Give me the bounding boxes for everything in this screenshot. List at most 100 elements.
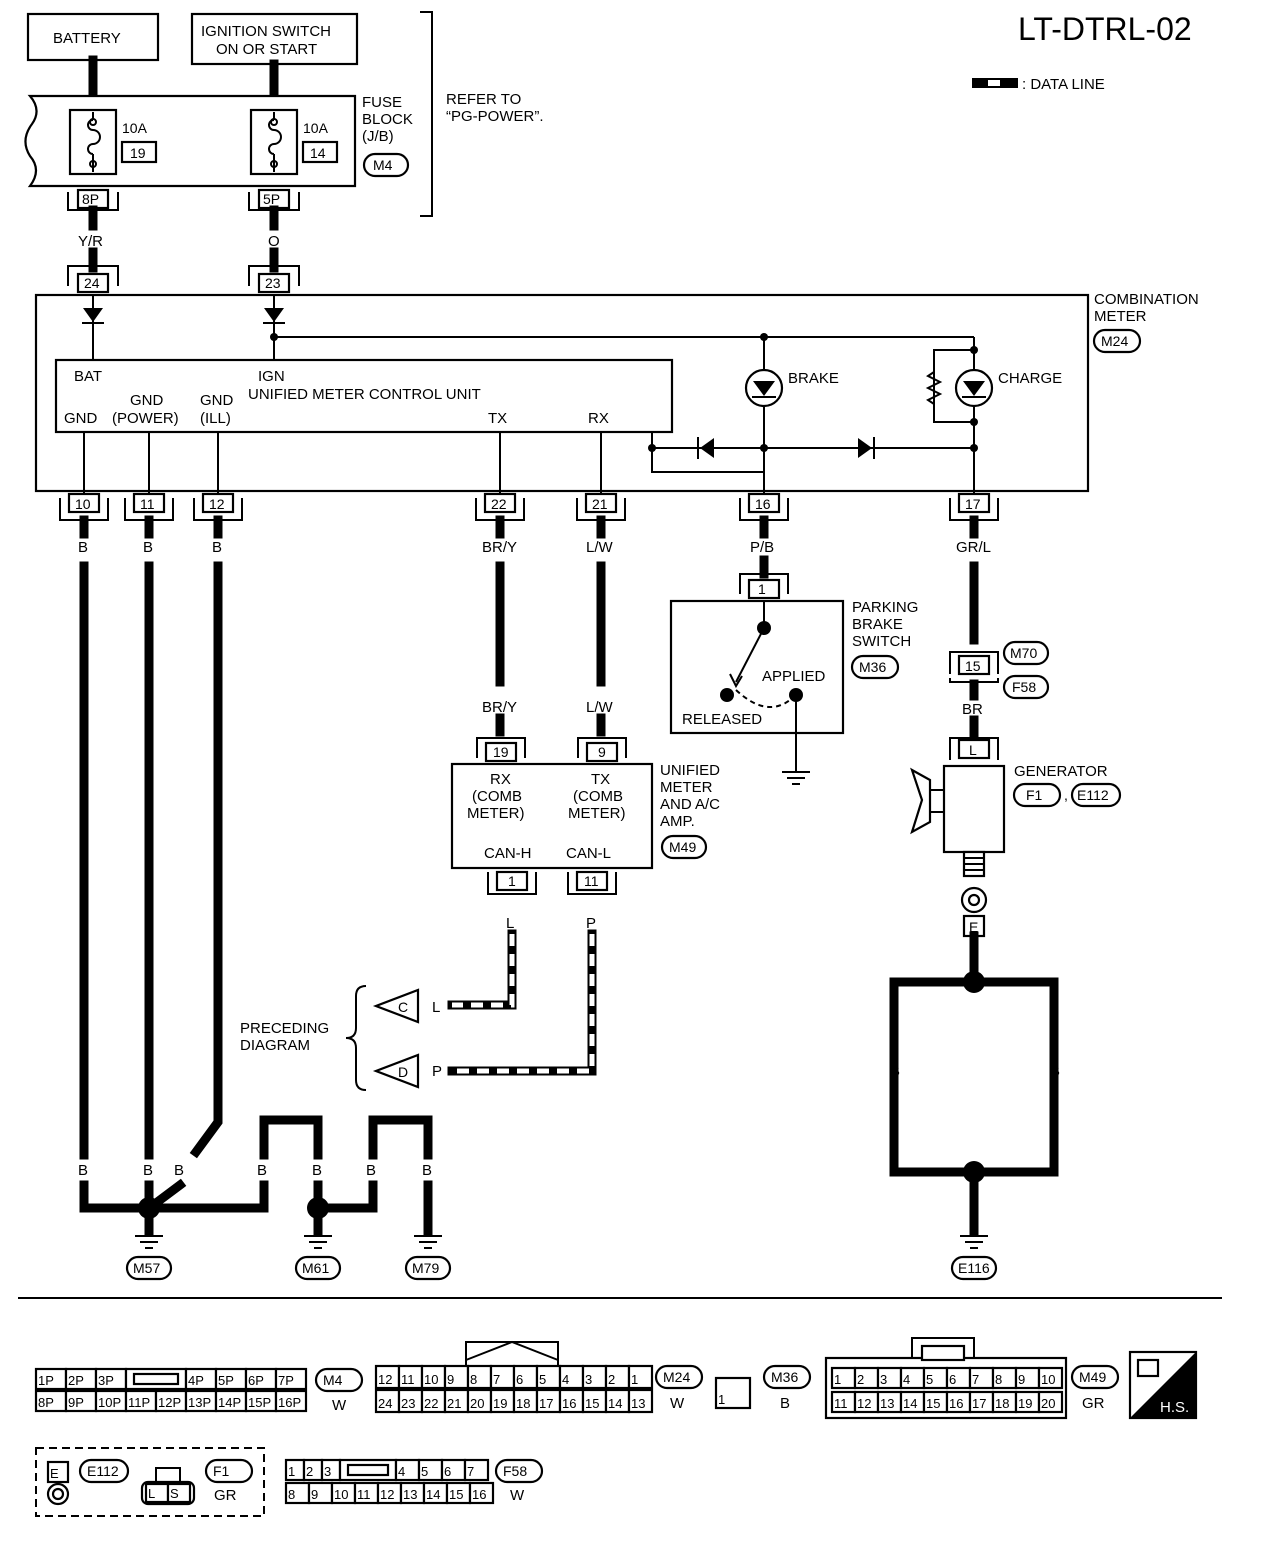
connector-id-label: F58 [503, 1463, 527, 1479]
parking-connector: M36 [859, 659, 886, 675]
unified-meter-ac-amp: RX (COMB METER) TX (COMB METER) CAN-H CA… [450, 762, 720, 870]
pin-gnd-power-1: GND [130, 392, 164, 409]
combination-meter-label-2: METER [1094, 308, 1147, 325]
wire-b-g1: B [78, 1162, 88, 1179]
hs-label: H.S. [1160, 1399, 1189, 1416]
terminal-15-label: 15 [965, 658, 981, 674]
pin: 13P [188, 1395, 211, 1410]
unified-ac-connector: M49 [669, 839, 696, 855]
pin: 10 [1041, 1372, 1055, 1387]
connector-id-m36: M36 [762, 1364, 812, 1390]
pin: 7 [972, 1372, 979, 1387]
pin: 20 [1041, 1396, 1055, 1411]
pin: 22 [424, 1396, 438, 1411]
pin: 13 [880, 1396, 894, 1411]
pin: 12 [857, 1396, 871, 1411]
pin: 1 [631, 1372, 638, 1387]
wire-b-g2: B [143, 1162, 153, 1179]
pin: 3 [324, 1464, 331, 1479]
pin: 7P [278, 1373, 294, 1388]
terminal-can-11: 11 [567, 870, 617, 895]
ignition-label-2: ON OR START [216, 41, 317, 58]
svg-text:,: , [1064, 787, 1068, 803]
generator-label: GENERATOR [1014, 763, 1108, 780]
pin: 8 [995, 1372, 1002, 1387]
terminal-can-1: 1 [487, 870, 537, 895]
connector-id-f58: F58 [494, 1458, 544, 1484]
pin: 11 [357, 1487, 371, 1502]
connector-color: W [510, 1487, 525, 1504]
pin: 8 [470, 1372, 477, 1387]
terminal-10-label: 10 [75, 496, 91, 512]
wire-yr: Y/R [78, 233, 103, 250]
pin: 16 [472, 1487, 486, 1502]
pin: 2 [608, 1372, 615, 1387]
pin: 8 [288, 1487, 295, 1502]
wire-b-gen-left: B [890, 1063, 900, 1080]
wire-p: P [586, 915, 596, 932]
parking-label-2: BRAKE [852, 616, 903, 633]
pin: 11 [834, 1396, 848, 1411]
pin: 10 [334, 1487, 348, 1502]
combination-meter: COMBINATION METER M24 BAT IGN UNIFIED ME… [34, 291, 1199, 497]
pin: 11 [401, 1372, 415, 1387]
pin-can-h: CAN-H [484, 845, 532, 862]
connector-id-m4: M4 [314, 1367, 364, 1393]
hs-icon: H.S. [1128, 1350, 1198, 1420]
pin-tx: TX [488, 410, 507, 427]
pin: 18 [516, 1396, 530, 1411]
pin: 10 [424, 1372, 438, 1387]
terminal-16: 16 [739, 492, 789, 521]
connector-id-label: M36 [771, 1369, 798, 1385]
pin: 5 [539, 1372, 546, 1387]
wire-b-g7: B [422, 1162, 432, 1179]
fuse-1-number: 19 [130, 145, 146, 161]
pin: 9P [68, 1395, 84, 1410]
terminal-21-label: 21 [592, 496, 608, 512]
terminal-can-11-label: 11 [584, 873, 599, 889]
connector-id-label: F1 [213, 1463, 230, 1479]
wire-b-12: B [212, 539, 222, 556]
connector-id-e112: E112 [78, 1458, 130, 1484]
pin: 12P [158, 1395, 181, 1410]
combination-meter-connector: M24 [1101, 333, 1128, 349]
terminal-24-label: 24 [84, 275, 100, 291]
terminal-16-label: 16 [755, 496, 771, 512]
diagram-title: LT-DTRL-02 [1018, 11, 1192, 47]
generator: L E GENERATOR F1 , E112 [910, 737, 1122, 938]
wire-bry-top: BR/Y [482, 539, 517, 556]
connector-id-m24: M24 [654, 1364, 704, 1390]
fuse-block-label-1: FUSE [362, 94, 402, 111]
tx-comb-1: TX [591, 771, 610, 788]
pin: 10P [98, 1395, 121, 1410]
pin: 15P [248, 1395, 271, 1410]
ground-label: M61 [302, 1260, 329, 1276]
wire-pb: P/B [750, 539, 774, 556]
wire-p-arrow: P [432, 1063, 442, 1080]
fuse-block: 10A 19 10A 14 FUSE BLOCK (J/B) M4 [24, 94, 413, 188]
terminal-8p-label: 8P [82, 191, 99, 207]
pin: 14 [608, 1396, 622, 1411]
connector-id-m49: M49 [1070, 1364, 1120, 1390]
terminal-12-label: 12 [209, 496, 225, 512]
terminal-24: 24 [67, 265, 119, 294]
rx-comb-3: METER) [467, 805, 525, 822]
pin: 9 [311, 1487, 318, 1502]
pin: L [148, 1486, 155, 1501]
wire-b-gen-right: B [1050, 1063, 1060, 1080]
m36-face: 1 [714, 1376, 752, 1410]
pin: 2 [306, 1464, 313, 1479]
pin: 4P [188, 1373, 204, 1388]
pin: 6P [248, 1373, 264, 1388]
pin: 14P [218, 1395, 241, 1410]
wire-b-g5: B [312, 1162, 322, 1179]
terminal-e-label: E [969, 919, 978, 935]
wire-lw-top: L/W [586, 539, 614, 556]
pin: 9 [447, 1372, 454, 1387]
